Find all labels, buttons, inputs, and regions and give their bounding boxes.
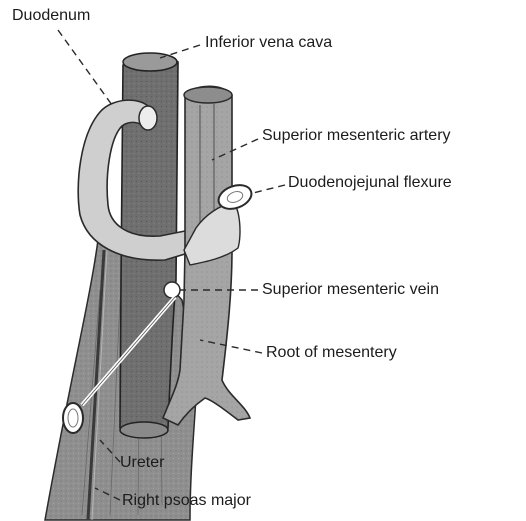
- leader-duodenum: [58, 30, 112, 105]
- leader-djf: [253, 185, 285, 193]
- label-inferior-vena-cava: Inferior vena cava: [205, 34, 332, 52]
- label-superior-mesenteric-vein: Superior mesenteric vein: [262, 281, 439, 299]
- mesentery-cut-top: [184, 87, 232, 103]
- smv-marker: [164, 282, 180, 298]
- label-root-of-mesentery: Root of mesentery: [266, 344, 397, 362]
- ivc-cut-bottom: [120, 422, 168, 438]
- label-duodenojejunal-flexure: Duodenojejunal flexure: [288, 174, 452, 192]
- ivc-cut-top: [123, 53, 177, 71]
- duodenum-cut-end: [139, 106, 157, 130]
- ureter-ring: [63, 403, 83, 433]
- label-superior-mesenteric-artery: Superior mesenteric artery: [262, 127, 451, 145]
- label-duodenum: Duodenum: [12, 7, 90, 25]
- label-right-psoas-major: Right psoas major: [122, 492, 251, 510]
- label-ureter: Ureter: [120, 454, 164, 472]
